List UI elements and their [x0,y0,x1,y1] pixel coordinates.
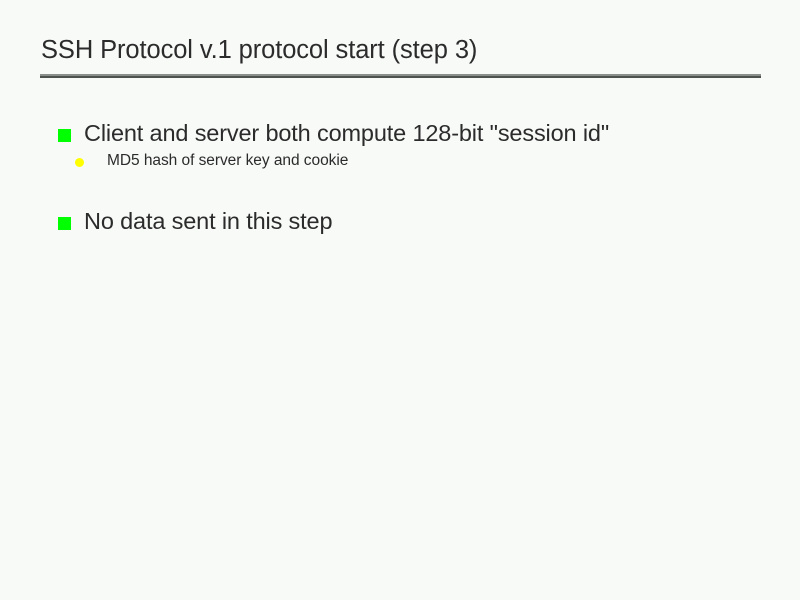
list-item-label: No data sent in this step [84,208,333,235]
title-divider [40,74,761,78]
list-item-label: Client and server both compute 128-bit "… [84,120,610,146]
green-square-bullet-icon [58,129,71,142]
slide-title-block: SSH Protocol v.1 protocol start (step 3) [41,36,761,65]
body-spacer [0,173,800,206]
title-divider-shadow [40,76,761,78]
sub-list-item: MD5 hash of server key and cookie [0,151,800,173]
list-item: No data sent in this step [0,206,800,237]
sub-list-item-label: MD5 hash of server key and cookie [107,152,349,170]
page-title: SSH Protocol v.1 protocol start (step 3) [41,36,478,64]
title-divider-highlight [40,74,761,76]
list-item: Client and server both compute 128-bit "… [0,118,800,149]
yellow-dot-bullet-icon [75,158,84,168]
slide-body: Client and server both compute 128-bit "… [0,118,800,240]
green-square-bullet-icon [58,217,71,231]
